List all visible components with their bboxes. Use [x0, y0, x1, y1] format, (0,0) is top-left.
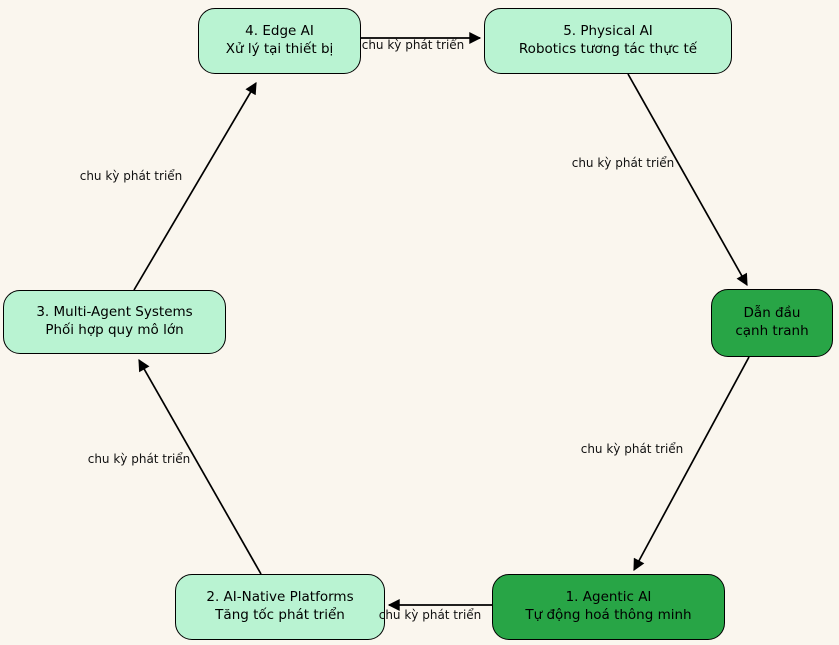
node-physical-ai-subtitle: Robotics tương tác thực tế	[518, 41, 698, 57]
node-competitive-lead: Dẫn đầu cạnh tranh	[711, 289, 833, 357]
node-edge-ai: 4. Edge AI Xử lý tại thiết bị	[198, 8, 361, 74]
edge-ai-native-to-multi-agent	[138, 358, 262, 575]
node-competitive-lead-title: Dẫn đầu	[743, 305, 801, 322]
edge-label-competitive-lead-to-agentic-ai: chu kỳ phát triển	[580, 442, 684, 456]
edge-label-multi-agent-to-edge-ai: chu kỳ phát triển	[79, 169, 183, 183]
node-agentic-ai-subtitle: Tự động hoá thông minh	[525, 607, 692, 623]
node-edge-ai-title: 4. Edge AI	[245, 23, 314, 40]
edge-label-edge-ai-to-physical-ai: chu kỳ phát triển	[361, 38, 465, 52]
edge-label-physical-ai-to-competitive-lead: chu kỳ phát triển	[571, 156, 675, 170]
node-competitive-lead-subtitle: cạnh tranh	[735, 323, 809, 339]
edge-multi-agent-to-edge-ai	[133, 81, 257, 291]
node-ai-native-platforms: 2. AI-Native Platforms Tăng tốc phát tri…	[175, 574, 385, 640]
node-multi-agent-subtitle: Phối hợp quy mô lớn	[45, 322, 184, 338]
node-agentic-ai-title: 1. Agentic AI	[565, 589, 652, 606]
node-agentic-ai: 1. Agentic AI Tự động hoá thông minh	[492, 574, 725, 640]
edge-label-agentic-ai-to-ai-native: chu kỳ phát triển	[378, 608, 482, 622]
node-ai-native-title: 2. AI-Native Platforms	[206, 589, 354, 606]
edge-physical-ai-to-competitive-lead	[627, 73, 748, 287]
node-physical-ai: 5. Physical AI Robotics tương tác thực t…	[484, 8, 732, 74]
edge-label-ai-native-to-multi-agent: chu kỳ phát triển	[87, 452, 191, 466]
node-ai-native-subtitle: Tăng tốc phát triển	[215, 607, 345, 623]
node-multi-agent-systems: 3. Multi-Agent Systems Phối hợp quy mô l…	[3, 290, 226, 354]
edge-competitive-lead-to-agentic-ai	[633, 356, 750, 572]
node-physical-ai-title: 5. Physical AI	[563, 23, 653, 40]
node-multi-agent-title: 3. Multi-Agent Systems	[36, 304, 193, 321]
node-edge-ai-subtitle: Xử lý tại thiết bị	[225, 41, 334, 57]
